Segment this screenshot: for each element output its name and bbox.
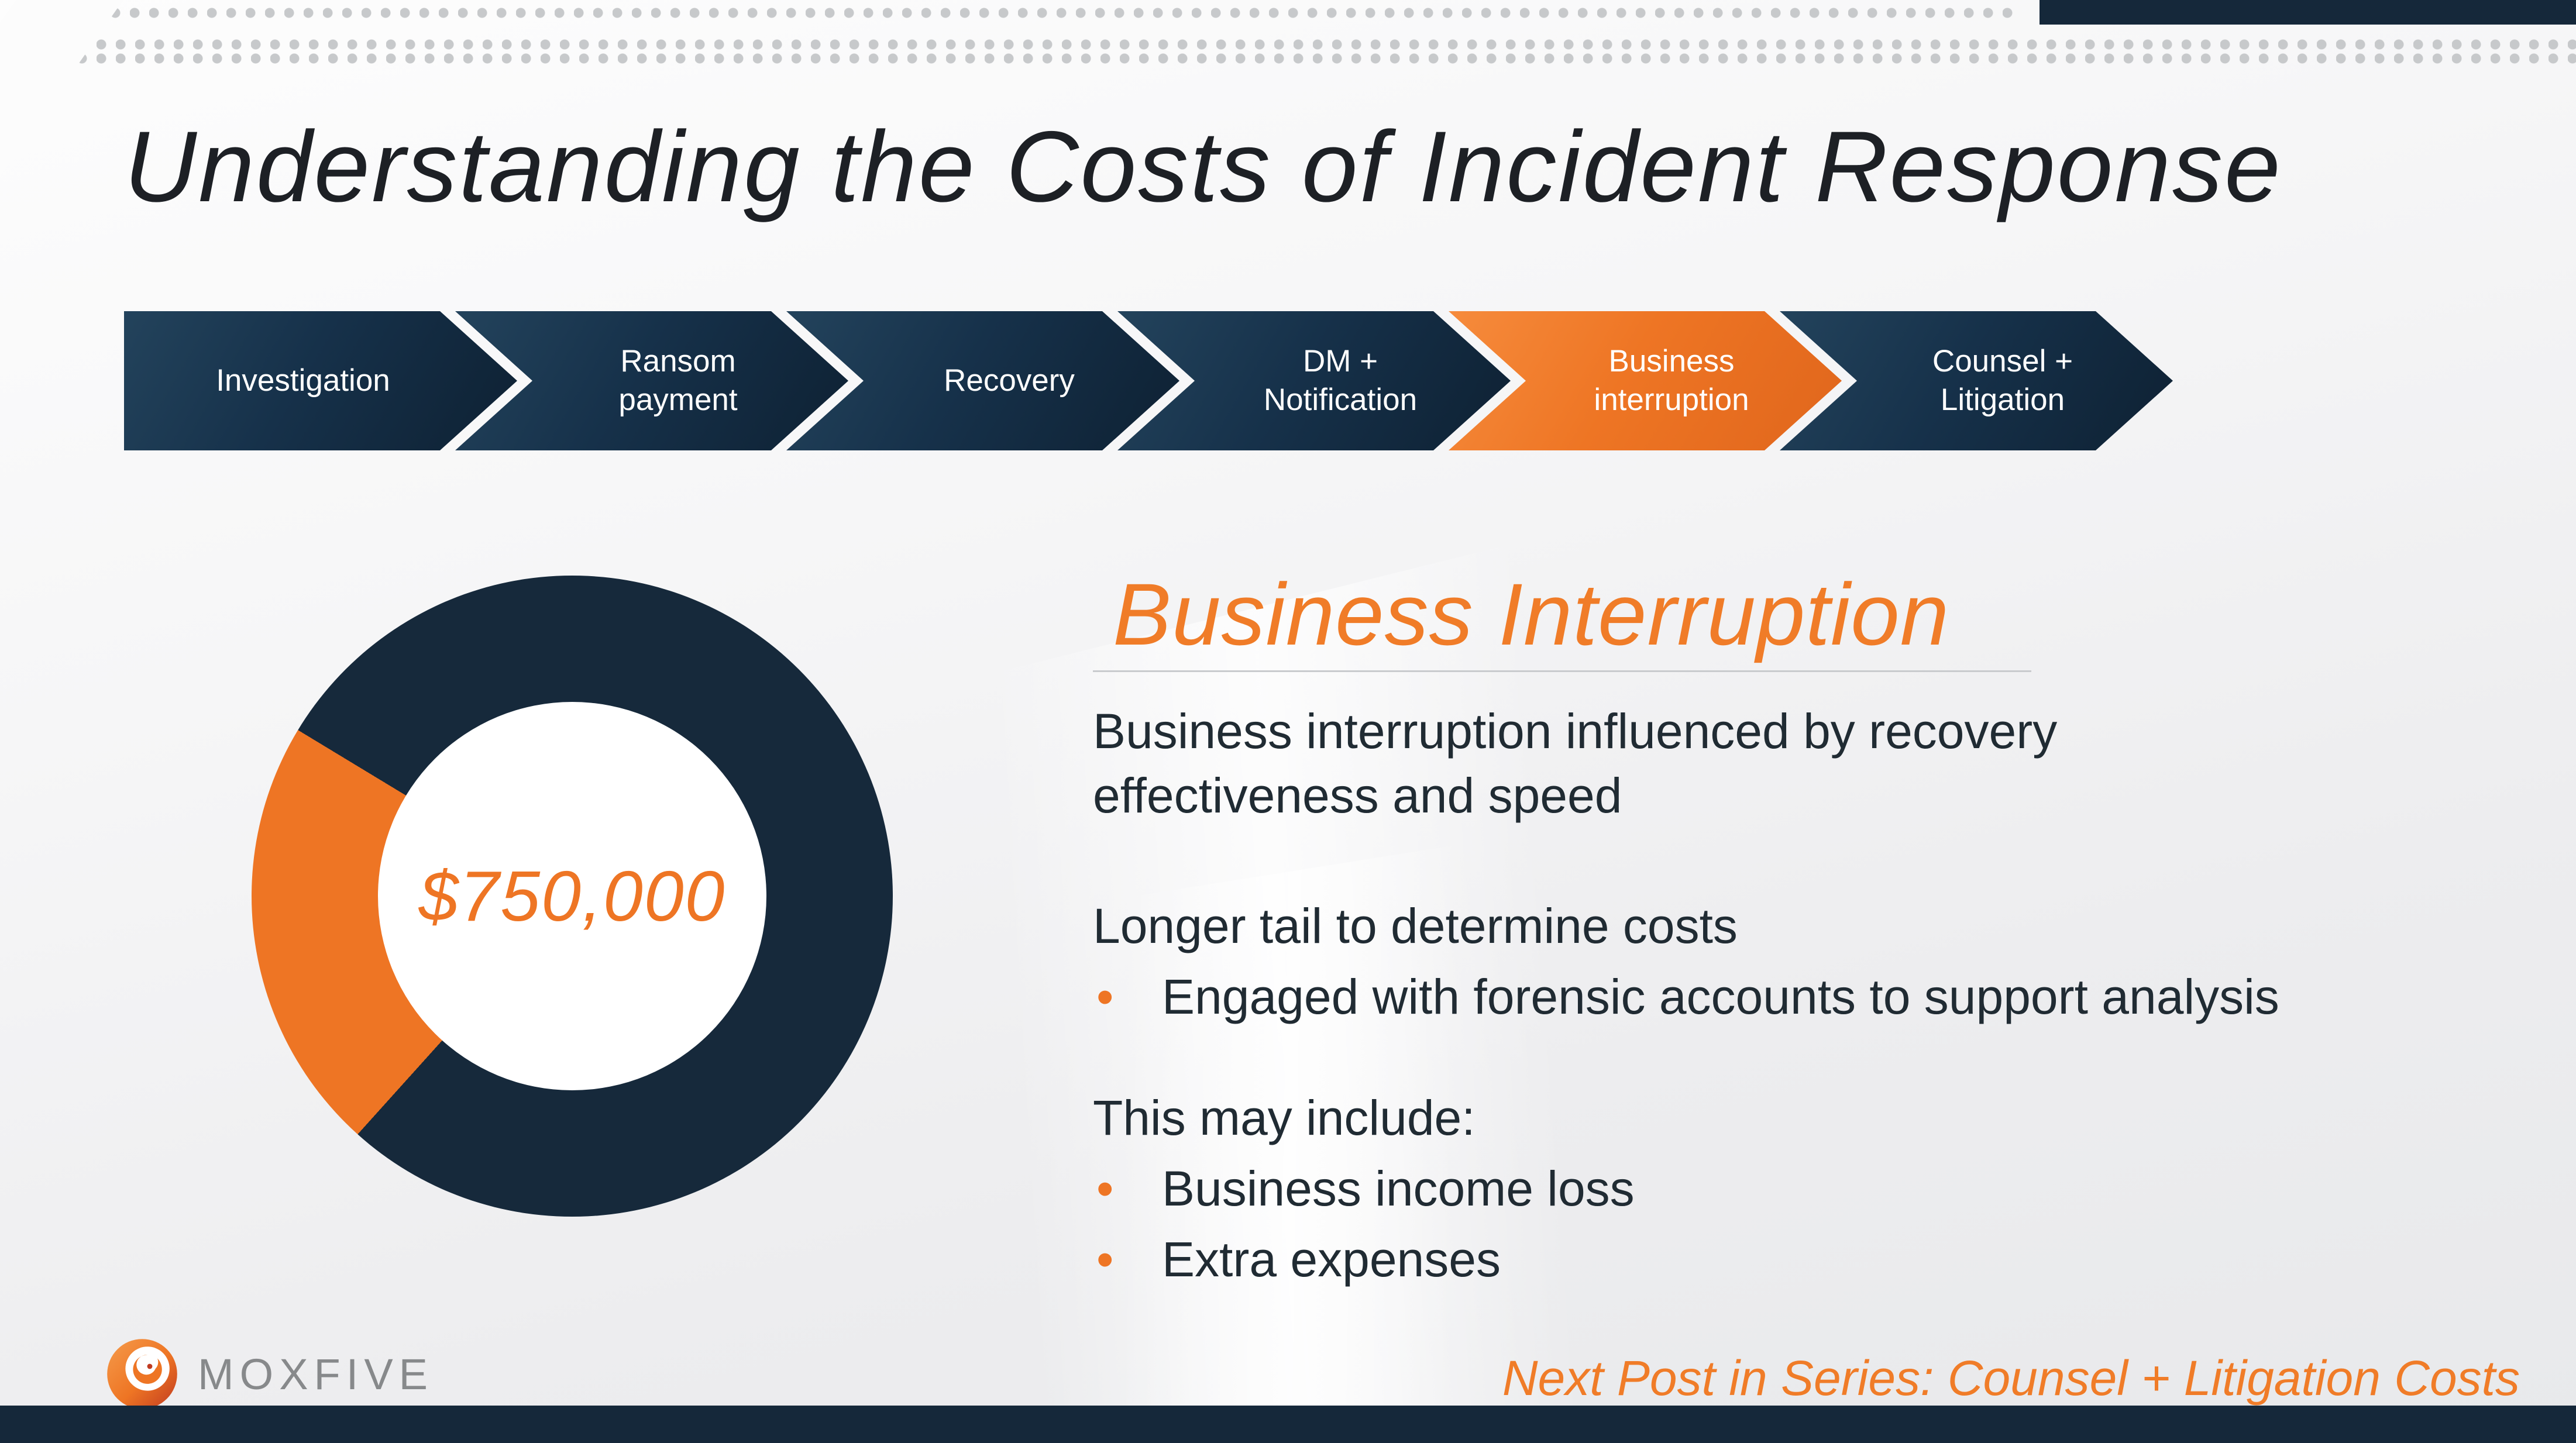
bullet-text: Extra expenses: [1162, 1231, 1501, 1287]
flow-step-label: Business interruption: [1594, 343, 1749, 417]
bottom-accent-bar: [0, 1406, 2576, 1443]
flow-step-label: Recovery: [944, 363, 1075, 398]
section-content: Business Interruption Business interrupt…: [1093, 565, 2468, 1292]
heading-divider: [1093, 670, 2031, 672]
phoenix-icon: [107, 1339, 177, 1409]
bullet-item: • Business income loss: [1096, 1156, 2468, 1221]
section-heading: Business Interruption: [1113, 565, 1950, 663]
slide-title: Understanding the Costs of Incident Resp…: [124, 111, 2282, 223]
donut-chart-hole: $750,000: [378, 702, 766, 1090]
bullet-text: Engaged with forensic accounts to suppor…: [1162, 969, 2279, 1025]
flow-step-label: Investigation: [216, 363, 390, 398]
bullet-icon: •: [1096, 1231, 1114, 1287]
process-flow: Investigation Ransom payment Recovery DM…: [124, 311, 2173, 450]
point-line: This may include:: [1093, 1090, 1476, 1145]
flow-step-investigation: Investigation: [124, 311, 517, 450]
logo-text: MOXFIVE: [198, 1349, 434, 1399]
intro-paragraph: Business interruption influenced by reco…: [1093, 703, 2058, 824]
flow-step-label: DM + Notification: [1263, 343, 1418, 417]
bullet-icon: •: [1096, 969, 1114, 1025]
moxfive-logo: MOXFIVE: [104, 1336, 434, 1412]
bullet-item: • Extra expenses: [1096, 1227, 2468, 1292]
flow-step-recovery: Recovery: [786, 311, 1179, 450]
corner-accent-bar: [2040, 0, 2576, 25]
footer-note: Next Post in Series: Counsel + Litigatio…: [1502, 1351, 2520, 1406]
diagonal-slash-decoration: [0, 0, 127, 197]
bullet-icon: •: [1096, 1160, 1114, 1216]
flow-step-label: Counsel + Litigation: [1932, 343, 2073, 417]
halftone-dots-decoration: [14, 4, 2015, 22]
donut-chart: $750,000: [252, 576, 893, 1217]
point-line: Longer tail to determine costs: [1093, 898, 1738, 954]
donut-center-value: $750,000: [418, 856, 726, 936]
bullet-item: • Engaged with forensic accounts to supp…: [1096, 965, 2468, 1029]
halftone-dots-decoration: [0, 37, 2576, 66]
flow-step-label: Ransom payment: [618, 343, 738, 417]
bullet-text: Business income loss: [1162, 1160, 1635, 1216]
